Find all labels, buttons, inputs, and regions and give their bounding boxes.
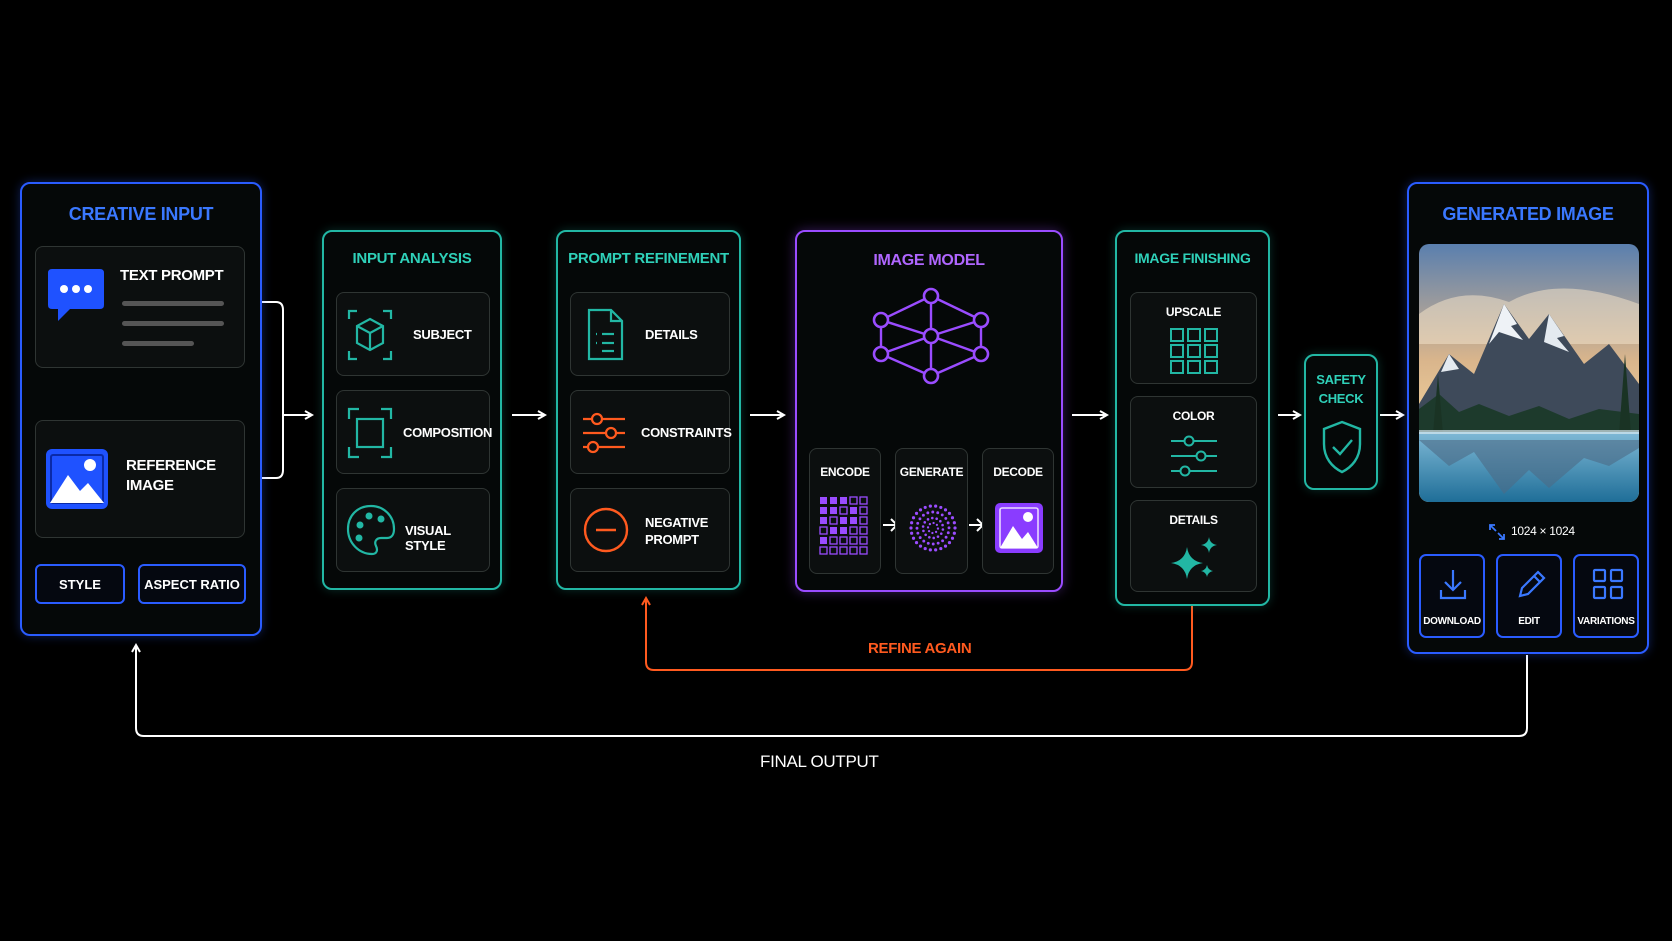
style-button[interactable]: STYLE [35,564,125,604]
pencil-icon [1518,570,1546,598]
cube-icon [347,309,393,361]
network-icon [872,287,990,385]
download-button[interactable]: DOWNLOAD [1419,554,1485,638]
variations-grid-icon [1592,568,1624,600]
image-finishing-panel: IMAGE FINISHING UPSCALE COLOR DETAILS [1115,230,1270,606]
upscale-label: UPSCALE [1165,305,1222,319]
variations-label: VARIATIONS [1577,616,1635,627]
constraints-label: CONSTRAINTS [641,425,732,440]
subject-card[interactable]: SUBJECT [336,292,490,376]
edit-button[interactable]: EDIT [1496,554,1562,638]
negative-prompt-label-2: PROMPT [645,532,699,547]
frame-icon [347,407,393,459]
aspect-ratio-button[interactable]: ASPECT RATIO [138,564,246,604]
constraints-card[interactable]: CONSTRAINTS [570,390,732,474]
refine-again-loop [646,598,1193,671]
safety-check-label-1: SAFETY [1316,372,1366,387]
refine-again-label: REFINE AGAIN [868,640,972,657]
safety-check-label-2: CHECK [1318,391,1364,406]
input-analysis-title: INPUT ANALYSIS [352,250,472,267]
prompt-line-1 [122,301,224,306]
prompt-refinement-panel: PROMPT REFINEMENT DETAILS CONSTRAINTS NE… [556,230,741,590]
prompt-line-3 [122,341,194,346]
reference-image-label-2: IMAGE [126,477,174,494]
prompt-refinement-title: PROMPT REFINEMENT [568,250,729,267]
generated-image-title: GENERATED IMAGE [1442,204,1614,224]
finishing-details-card[interactable]: DETAILS [1130,500,1257,592]
visual-style-label: VISUAL STYLE [405,523,451,553]
document-icon [587,308,624,361]
details-label: DETAILS [645,327,698,342]
negative-prompt-card[interactable]: NEGATIVE PROMPT [570,488,730,572]
generated-image-preview[interactable] [1419,244,1639,502]
color-label: COLOR [1172,409,1215,423]
color-card[interactable]: COLOR [1130,396,1257,488]
finishing-details-label: DETAILS [1169,513,1218,527]
sparkle-icon [1171,537,1217,579]
decode-card[interactable]: DECODE [982,448,1054,574]
visual-style-card[interactable]: VISUAL STYLE [336,488,490,572]
pixel-grid-icon [819,496,868,555]
final-output-label: FINAL OUTPUT [760,752,879,771]
expand-icon [1489,524,1505,540]
palette-icon [346,504,396,556]
variations-button[interactable]: VARIATIONS [1573,554,1639,638]
input-merge-bracket [246,301,284,479]
composition-card[interactable]: COMPOSITION [336,390,493,474]
image-model-panel: IMAGE MODEL ENCODE GENERATE DECODE [795,230,1063,592]
composition-label: COMPOSITION [403,425,493,440]
resolution-label: 1024 × 1024 [1511,524,1575,538]
image-icon [46,449,108,509]
image-icon [995,503,1043,553]
upscale-card[interactable]: UPSCALE [1130,292,1257,384]
reference-image-label-1: REFERENCE [126,457,216,474]
image-finishing-title: IMAGE FINISHING [1134,250,1251,266]
details-card[interactable]: DETAILS [570,292,730,376]
chat-bubble-icon [48,269,104,321]
encode-card[interactable]: ENCODE [809,448,881,574]
input-analysis-panel: INPUT ANALYSIS SUBJECT COMPOSITION VISUA… [322,230,502,590]
text-prompt-label: TEXT PROMPT [120,267,224,284]
sliders-icon [1171,435,1217,477]
creative-input-panel: CREATIVE INPUT TEXT PROMPT REFERENCE IMA… [20,182,262,636]
generated-image-panel: GENERATED IMAGE 1024 × [1407,182,1649,654]
download-label: DOWNLOAD [1423,616,1481,627]
grid-icon [1170,328,1218,374]
minus-circle-icon [583,507,629,553]
creative-input-title: CREATIVE INPUT [68,204,214,224]
generate-label: GENERATE [899,465,964,479]
image-model-title: IMAGE MODEL [873,252,985,269]
negative-prompt-label-1: NEGATIVE [645,515,709,530]
prompt-line-2 [122,321,224,326]
final-output-loop [136,645,1528,737]
edit-label: EDIT [1518,616,1540,627]
encode-label: ENCODE [820,465,870,479]
subject-label: SUBJECT [413,327,472,342]
shield-check-icon [1322,420,1362,474]
decode-label: DECODE [993,465,1043,479]
download-icon [1439,570,1467,600]
reference-image-card[interactable]: REFERENCE IMAGE [35,420,245,538]
sliders-icon [583,412,625,454]
text-prompt-card[interactable]: TEXT PROMPT [35,246,245,368]
generate-card[interactable]: GENERATE [895,448,968,574]
safety-check-panel[interactable]: SAFETY CHECK [1304,354,1378,490]
noise-circle-icon [909,504,957,552]
